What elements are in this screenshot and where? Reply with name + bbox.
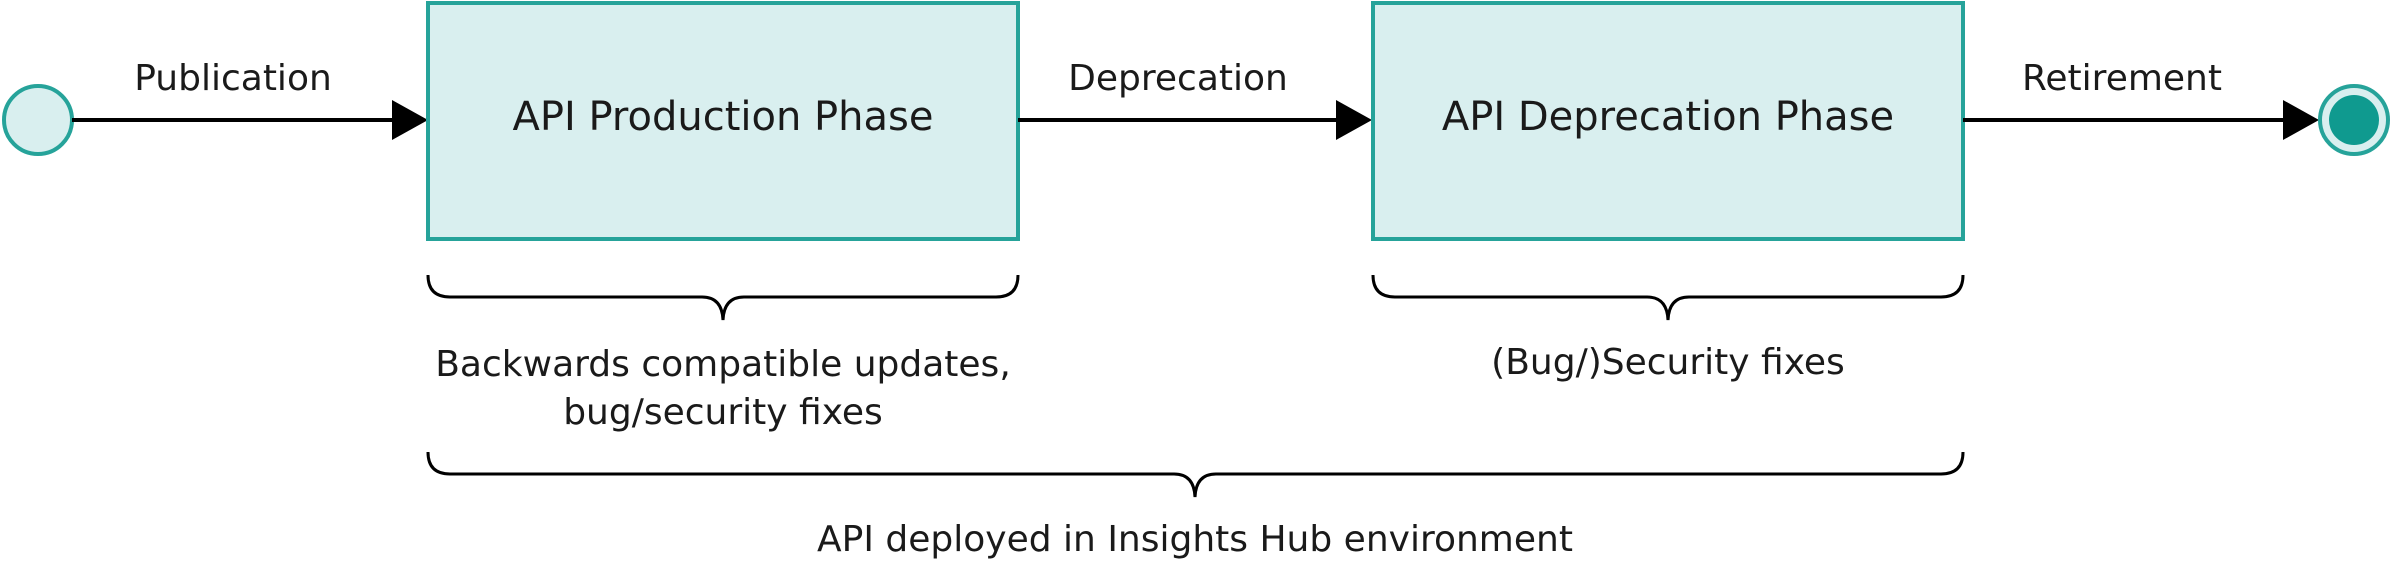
production-phase-label: API Production Phase xyxy=(513,94,934,140)
environment-note: API deployed in Insights Hub environment xyxy=(817,519,1573,560)
production-note-line2: bug/security fixes xyxy=(563,392,883,433)
publication-arrowhead xyxy=(392,100,428,140)
production-phase-box xyxy=(426,1,1020,241)
deprecation-note: (Bug/)Security fixes xyxy=(1491,342,1845,383)
final-state-icon xyxy=(2318,84,2390,156)
publication-label: Publication xyxy=(134,58,332,99)
environment-brace xyxy=(426,451,1965,498)
initial-state-icon xyxy=(2,84,74,156)
deprecation-brace xyxy=(1371,274,1965,321)
deprecation-phase-box xyxy=(1371,1,1965,241)
retirement-arrowhead xyxy=(2283,100,2319,140)
retirement-label: Retirement xyxy=(2022,58,2222,99)
production-brace xyxy=(426,274,1020,321)
production-note-line1: Backwards compatible updates, xyxy=(435,344,1011,385)
deprecation-phase-label: API Deprecation Phase xyxy=(1442,94,1894,140)
deprecation-arrowhead xyxy=(1336,100,1372,140)
deprecation-label: Deprecation xyxy=(1068,58,1288,99)
